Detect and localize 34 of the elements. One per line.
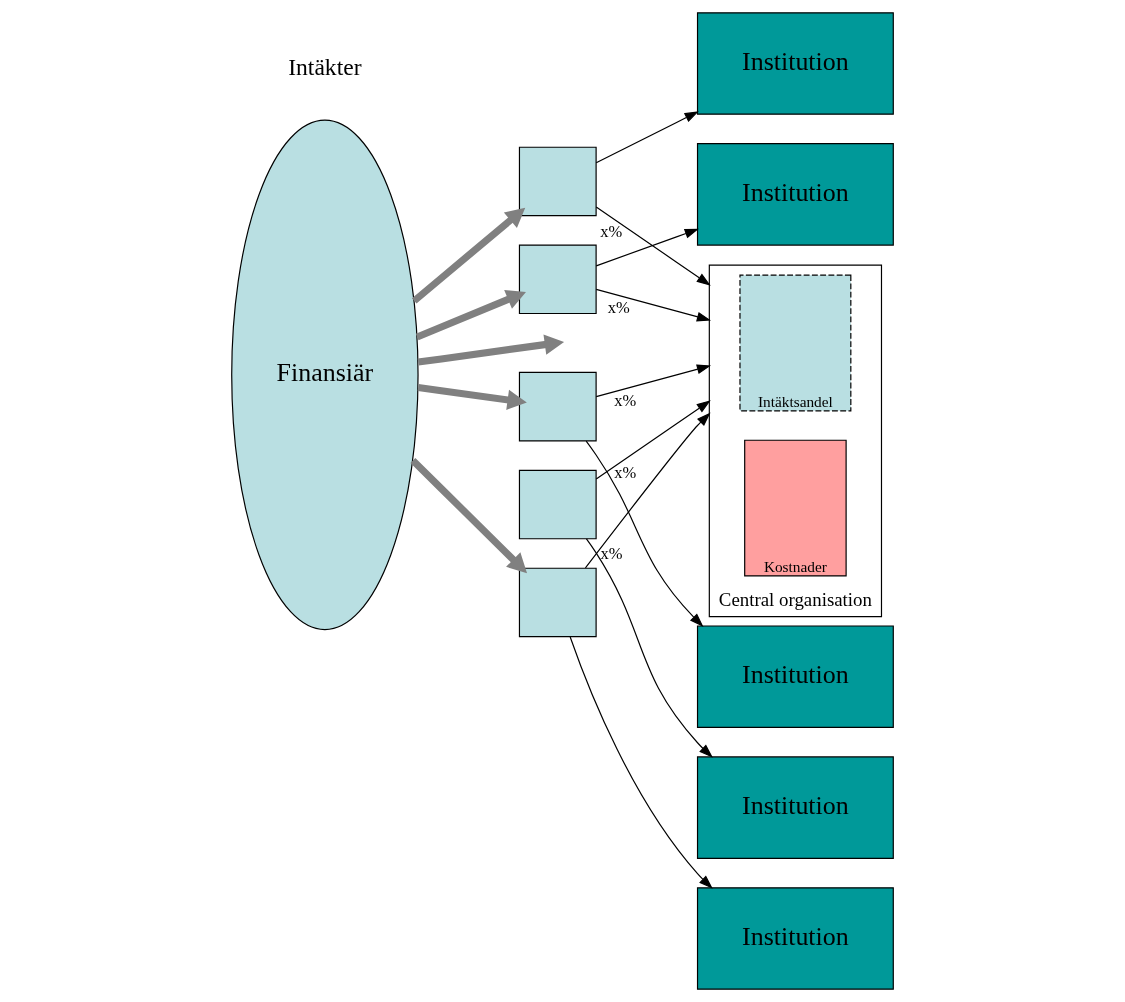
arrow [415, 290, 526, 341]
node-box: Kostnader [744, 439, 847, 577]
arrow [417, 334, 565, 366]
edge-label: x% [614, 463, 637, 483]
arrow [595, 228, 699, 267]
arrow [595, 288, 712, 322]
label: Intäkter [288, 54, 362, 81]
node-box [518, 146, 597, 217]
node-box [518, 469, 597, 540]
node-box: Institution [696, 143, 894, 246]
node-box [518, 244, 597, 315]
arrow [595, 206, 711, 286]
node-box: Institution [696, 625, 894, 728]
arrow [585, 440, 704, 627]
arrow [585, 538, 713, 758]
edge-label: x% [600, 543, 623, 563]
node-box: Intäktsandel [739, 274, 852, 412]
arrow [595, 364, 712, 398]
edge-label: x% [600, 221, 623, 241]
arrow [410, 458, 528, 574]
arrow [584, 412, 711, 569]
arrow [411, 207, 526, 304]
node-box: Institution [696, 756, 894, 859]
node-box: Institution [696, 887, 894, 990]
node-ellipse: Finansiär [231, 119, 419, 631]
node-box [518, 567, 597, 638]
edge-label: x% [614, 390, 637, 410]
arrow [569, 636, 713, 889]
arrow [595, 400, 711, 480]
node-box: Institution [696, 12, 894, 115]
edge-label: x% [607, 297, 630, 317]
arrow [595, 111, 699, 164]
node-box [518, 371, 597, 442]
arrow [417, 384, 527, 410]
